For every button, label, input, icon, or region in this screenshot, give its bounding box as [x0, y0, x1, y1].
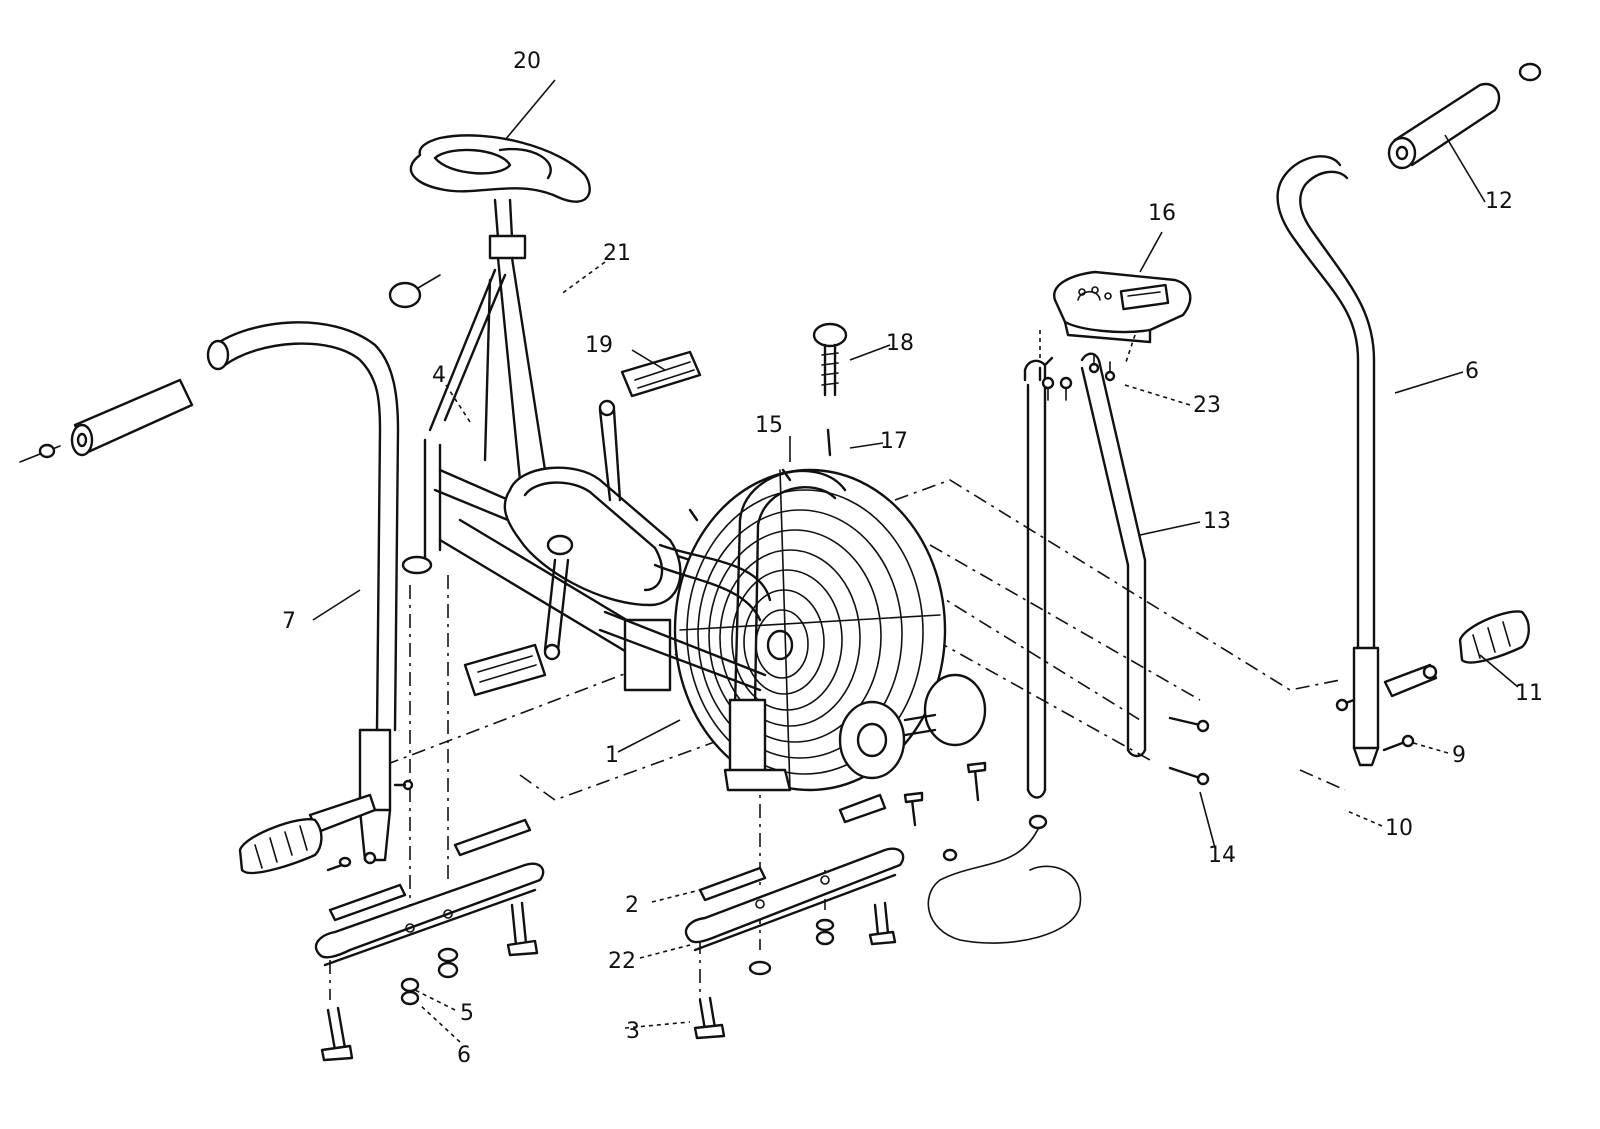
callout-15: 15	[755, 413, 783, 438]
callout-11: 11	[1515, 681, 1543, 706]
cable	[927, 814, 1082, 944]
handlebar-right	[1276, 62, 1542, 767]
callout-21: 21	[603, 241, 631, 266]
callout-20: 20	[513, 49, 541, 74]
main-frame	[401, 256, 692, 692]
callout-3: 3	[626, 1019, 640, 1044]
callout-5: 5	[460, 1001, 474, 1026]
callout-12: 12	[1485, 189, 1513, 214]
pedal-left	[463, 558, 570, 697]
handlebar-left	[19, 321, 414, 875]
callout-13: 13	[1203, 509, 1231, 534]
callout-22: 22	[608, 949, 636, 974]
mast-bolts	[1168, 716, 1210, 786]
callout-16: 16	[1148, 201, 1176, 226]
fan-wheel	[598, 468, 987, 824]
callout-6-lower: 6	[457, 1043, 471, 1068]
console-mast	[1023, 330, 1147, 799]
stabilizer-front	[684, 761, 987, 1040]
stabilizer-rear	[314, 818, 545, 1062]
callout-9: 9	[1452, 743, 1466, 768]
seat	[409, 134, 591, 260]
callout-2: 2	[625, 893, 639, 918]
callout-labels: 20 21 19 18 17 16 15 4 7 1 2 22 3 5 6 6 …	[282, 49, 1543, 1068]
callout-18: 18	[886, 331, 914, 356]
tension-knob	[812, 322, 848, 397]
callout-17: 17	[880, 429, 908, 454]
small-pin	[688, 428, 832, 522]
callout-19: 19	[585, 333, 613, 358]
callout-10: 10	[1385, 816, 1413, 841]
assembly-guide-lines	[329, 479, 1346, 1000]
callout-23: 23	[1193, 393, 1221, 418]
callout-leaders	[312, 79, 1519, 1043]
console	[1053, 270, 1192, 344]
callout-6-right: 6	[1465, 359, 1479, 384]
callout-1: 1	[605, 743, 619, 768]
seat-knob	[388, 274, 441, 309]
callout-4: 4	[432, 363, 446, 388]
callout-7: 7	[282, 609, 296, 634]
callout-14: 14	[1208, 843, 1236, 868]
pedal-right	[598, 350, 702, 502]
